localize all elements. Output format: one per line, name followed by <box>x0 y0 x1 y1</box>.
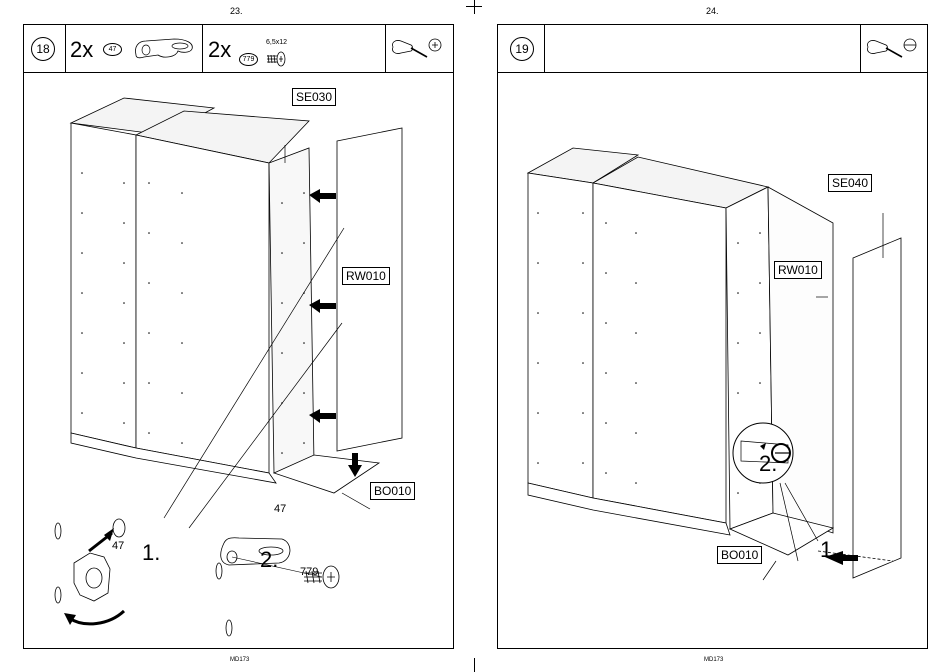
assembly-drawing <box>24 73 453 648</box>
detail-step-2: 2. <box>759 451 777 477</box>
crop-mark <box>474 0 475 14</box>
label-rw010: RW010 <box>342 267 390 285</box>
bracket-47-icon <box>128 33 198 63</box>
screwdriver-icon <box>389 29 449 69</box>
right-instruction-page: 19 <box>497 24 928 649</box>
crop-mark <box>466 6 482 7</box>
detail-step-1: 1. <box>142 540 160 566</box>
step-header: 18 2x 47 2x 779 6,5x12 <box>24 25 453 73</box>
footer-code: MD173 <box>230 657 249 663</box>
crop-mark <box>474 658 475 672</box>
page-number-right: 24. <box>706 6 719 16</box>
label-se030: SE030 <box>292 88 336 106</box>
part-cell-779: 2x 779 6,5x12 <box>203 25 386 72</box>
part-label-779: 779 <box>300 566 318 578</box>
screwdriver-icon <box>864 29 924 69</box>
label-se040: SE040 <box>828 174 872 192</box>
tool-cell <box>860 25 927 72</box>
label-bo010: BO010 <box>717 546 762 564</box>
step-cell: 19 <box>498 25 545 72</box>
screw-size-label: 6,5x12 <box>266 39 287 46</box>
footer-code: MD173 <box>704 657 723 663</box>
part-label-47: 47 <box>274 503 286 515</box>
part-number-badge: 779 <box>239 53 258 66</box>
step-cell: 18 <box>24 25 66 72</box>
left-instruction-page: 18 2x 47 2x 779 6,5x12 <box>23 24 454 649</box>
detail-step-1: 1. <box>820 537 838 563</box>
step-header: 19 <box>498 25 927 73</box>
part-cell-47: 2x 47 <box>66 25 203 72</box>
assembly-drawing <box>498 73 927 648</box>
part-label-47: 47 <box>112 540 124 552</box>
page-number-left: 23. <box>230 6 243 16</box>
label-bo010: BO010 <box>370 482 415 500</box>
step-number: 19 <box>510 37 534 61</box>
quantity-label: 2x <box>70 37 93 63</box>
detail-step-2: 2. <box>260 547 278 573</box>
tool-cell <box>386 25 453 72</box>
label-rw010: RW010 <box>774 261 822 279</box>
screw-icon <box>265 49 287 71</box>
part-number-badge: 47 <box>103 43 122 56</box>
step-number: 18 <box>31 37 55 61</box>
quantity-label: 2x <box>208 37 231 63</box>
